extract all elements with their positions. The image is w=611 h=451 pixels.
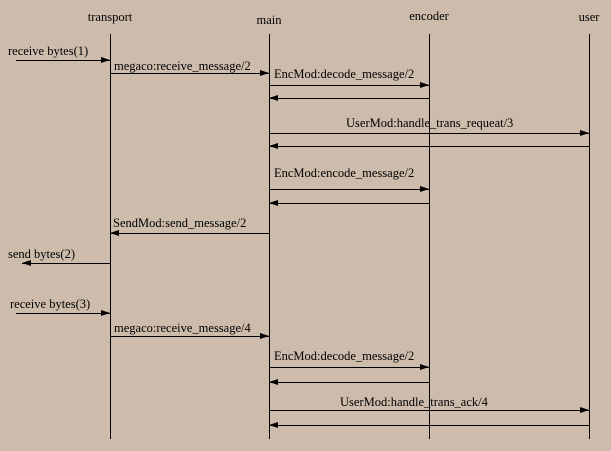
return-arrow-encoder-to-main <box>269 382 429 383</box>
lifeline-main <box>269 34 270 439</box>
arrow-head-icon <box>101 57 110 63</box>
message-arrow-external-to-transport <box>16 60 110 61</box>
arrow-head-icon <box>420 186 429 192</box>
lifeline-encoder <box>429 34 430 439</box>
return-arrow-encoder-to-main <box>269 203 429 204</box>
arrow-head-icon <box>420 364 429 370</box>
arrow-head-icon <box>269 422 278 428</box>
message-label: EncMod:decode_message/2 <box>274 67 415 81</box>
lifeline-transport <box>110 34 111 439</box>
return-arrow-encoder-to-main <box>269 98 429 99</box>
message-label: UserMod:handle_trans_ack/4 <box>340 395 488 409</box>
message-arrow-main-to-encoder <box>269 85 429 86</box>
message-arrow-main-to-user <box>269 410 589 411</box>
message-arrow-main-to-transport <box>110 233 269 234</box>
return-arrow-user-to-main <box>269 146 589 147</box>
message-label: receive bytes(3) <box>10 297 91 311</box>
message-label: EncMod:decode_message/2 <box>274 349 415 363</box>
lifeline-label-user: user <box>578 10 600 24</box>
message-label: receive bytes(1) <box>8 44 89 58</box>
lifeline-label-transport: transport <box>87 10 133 24</box>
message-arrow-main-to-encoder <box>269 189 429 190</box>
message-arrow-transport-to-external <box>22 263 110 264</box>
arrow-head-icon <box>110 230 119 236</box>
message-arrow-main-to-user <box>269 133 589 134</box>
return-arrow-user-to-main <box>269 425 589 426</box>
arrow-head-icon <box>269 95 278 101</box>
arrow-head-icon <box>580 407 589 413</box>
arrow-head-icon <box>260 333 269 339</box>
message-label: megaco:receive_message/4 <box>114 321 251 335</box>
arrow-head-icon <box>22 260 31 266</box>
message-label: UserMod:handle_trans_requeat/3 <box>346 116 514 130</box>
message-label: EncMod:encode_message/2 <box>274 166 415 180</box>
arrow-head-icon <box>269 200 278 206</box>
lifeline-label-main: main <box>256 13 282 27</box>
message-label: SendMod:send_message/2 <box>113 216 247 230</box>
arrow-head-icon <box>420 82 429 88</box>
lifeline-user <box>589 34 590 439</box>
arrow-head-icon <box>101 310 110 316</box>
lifeline-label-encoder: encoder <box>409 9 449 23</box>
message-arrow-transport-to-main <box>110 73 269 74</box>
arrow-head-icon <box>260 70 269 76</box>
message-label: send bytes(2) <box>8 247 75 261</box>
arrow-head-icon <box>269 143 278 149</box>
message-label: megaco:receive_message/2 <box>114 59 251 73</box>
message-arrow-main-to-encoder <box>269 367 429 368</box>
arrow-head-icon <box>580 130 589 136</box>
arrow-head-icon <box>269 379 278 385</box>
message-arrow-external-to-transport <box>16 313 110 314</box>
message-arrow-transport-to-main <box>110 336 269 337</box>
